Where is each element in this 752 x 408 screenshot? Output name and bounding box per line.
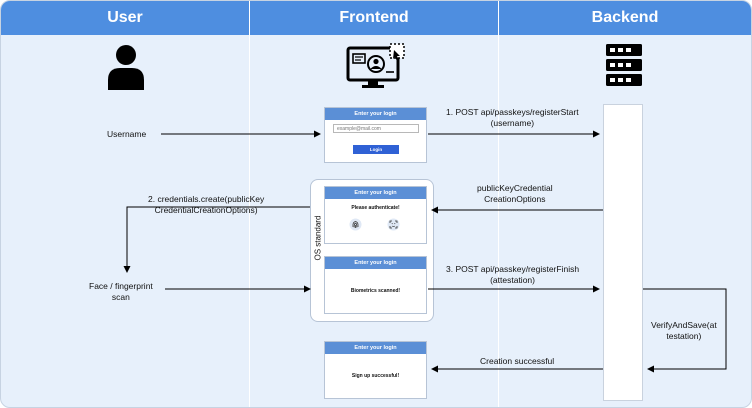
verify-and-save-label: VerifyAndSave(at testation): [651, 320, 717, 341]
arrow-verify-and-save: [643, 288, 727, 373]
face-id-icon[interactable]: [387, 218, 400, 231]
arrow-credentials-create: [123, 206, 310, 273]
backend-lifeline: [603, 104, 643, 401]
register-start-label: 1. POST api/passkeys/registerStart (user…: [446, 107, 579, 128]
column-header-frontend: Frontend: [250, 1, 498, 35]
credentials-create-label: 2. credentials.create(publicKey Credenti…: [148, 194, 265, 215]
biometrics-screen: Enter your login Biometrics scanned!: [324, 256, 427, 314]
column-header-backend: Backend: [499, 1, 751, 35]
monitor-login-icon: [346, 43, 405, 88]
username-label: Username: [107, 129, 147, 139]
column-header-user: User: [1, 1, 249, 35]
column-divider: [249, 1, 250, 407]
authenticate-screen: Enter your login Please authenticate!: [324, 186, 427, 244]
public-key-options-label: publicKeyCredential CreationOptions: [477, 183, 553, 204]
success-message: Sign up successful!: [351, 373, 400, 379]
register-finish-label: 3. POST api/passkey/registerFinish (atte…: [446, 264, 580, 285]
biometrics-message: Biometrics scanned!: [350, 288, 401, 294]
login-screen-title: Enter your login: [325, 108, 426, 120]
face-scan-label: Face / fingerprint scan: [89, 281, 153, 302]
creation-successful-label: Creation successful: [480, 356, 555, 366]
column-divider: [498, 1, 499, 407]
success-screen: Enter your login Sign up successful!: [324, 341, 427, 399]
server-icon: [606, 44, 642, 86]
login-screen: Enter your login example@mail.com Login: [324, 107, 427, 163]
email-field[interactable]: example@mail.com: [333, 124, 419, 133]
person-icon: [108, 45, 144, 90]
login-button[interactable]: Login: [353, 145, 399, 154]
authenticate-message: Please authenticate!: [351, 205, 400, 211]
fingerprint-icon[interactable]: [349, 218, 362, 231]
authenticate-screen-title: Enter your login: [325, 187, 426, 199]
success-screen-title: Enter your login: [325, 342, 426, 354]
biometrics-screen-title: Enter your login: [325, 257, 426, 269]
